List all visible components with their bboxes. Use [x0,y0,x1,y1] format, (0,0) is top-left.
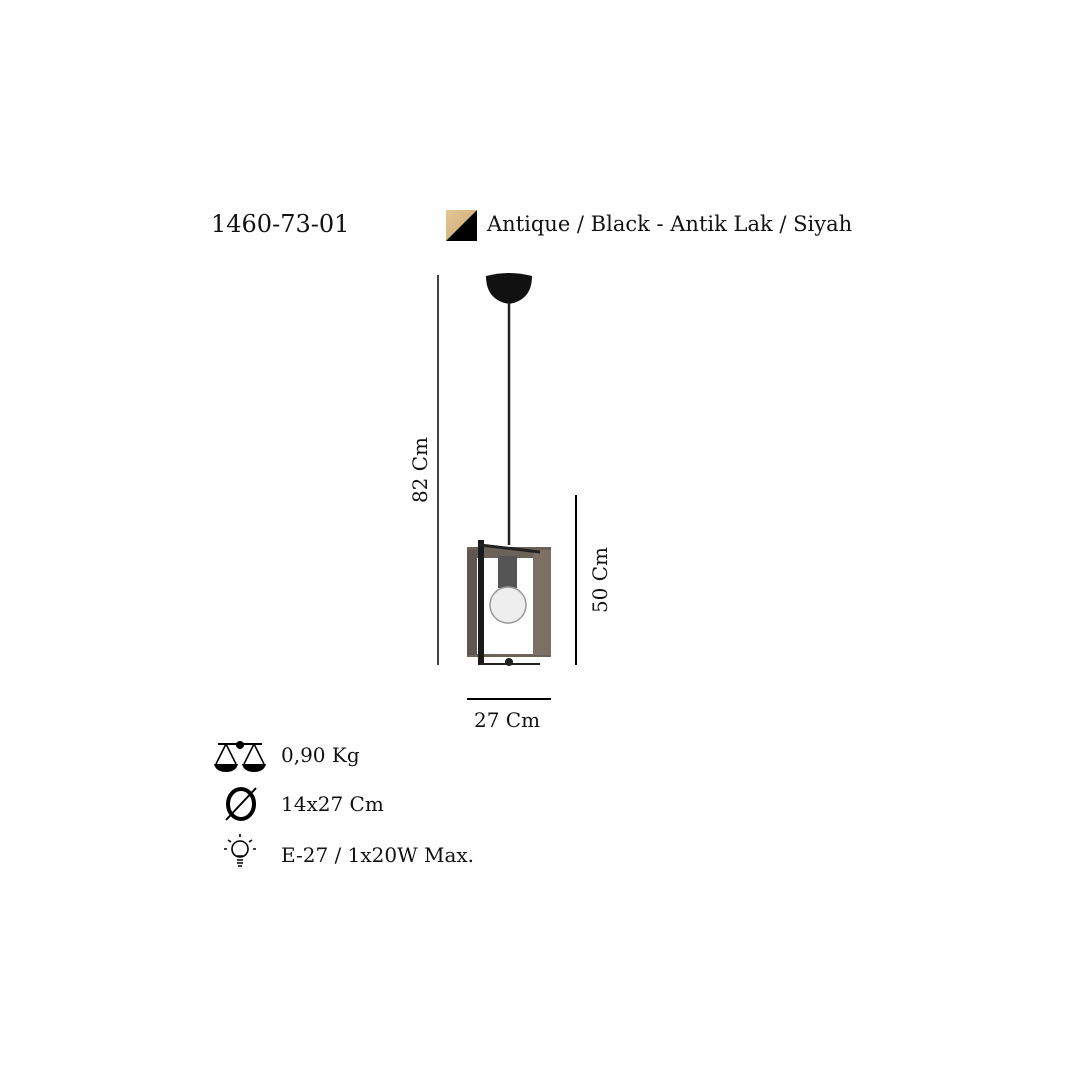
dimension-lines [437,275,577,700]
product-code: 1460-73-01 [211,210,350,238]
finish-label: Antique / Black - Antik Lak / Siyah [487,212,853,236]
dimensions-value: 14x27 Cm [281,792,384,816]
total-height-label: 82 Cm [408,436,432,504]
scale-icon [214,741,266,772]
bulb-icon [224,834,256,867]
lamp-socket-value: E-27 / 1x20W Max. [281,843,475,867]
pendant-lamp [467,273,551,666]
width-label: 27 Cm [474,708,541,732]
shade-height-label: 50 Cm [588,546,612,614]
diameter-icon [225,787,257,821]
weight-value: 0,90 Kg [281,743,360,767]
color-swatch [446,210,477,241]
